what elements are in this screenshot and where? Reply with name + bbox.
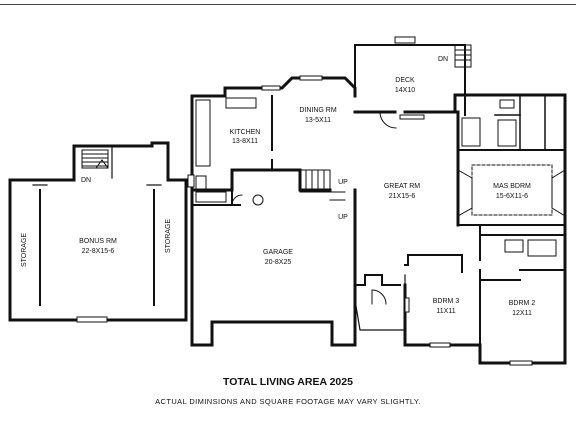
deck-dim: 14X10 (395, 87, 415, 94)
kitchen-name: KITCHEN (230, 129, 261, 136)
master-dim: 15-6X11-6 (496, 193, 528, 200)
kitchen-dim: 13-8X11 (232, 138, 258, 145)
garage-dim: 20-8X25 (265, 259, 292, 266)
bdrm3-name: BDRM 3 (433, 298, 460, 305)
bdrm2-dim: 12X11 (512, 310, 532, 317)
bdrm2-name: BDRM 2 (509, 300, 536, 307)
windows (187, 75, 533, 366)
bonus-name: BONUS RM (79, 238, 117, 245)
dining-dim: 13-5X11 (305, 117, 331, 124)
master-name: MAS BDRM (493, 183, 531, 190)
bonus-dn-label: DN (81, 177, 91, 184)
fireplace (457, 169, 566, 217)
deck-dn-label: DN (438, 56, 448, 63)
bonus-stair (81, 149, 109, 169)
garage-name: GARAGE (263, 249, 293, 256)
total-living-area: TOTAL LIVING AREA 2025 (223, 376, 353, 388)
storage-right-label: STORAGE (165, 219, 172, 253)
garage-stair (299, 169, 346, 201)
disclaimer-note: ACTUAL DIMINSIONS AND SQUARE FOOTAGE MAY… (155, 397, 421, 406)
great-dim: 21X15-6 (389, 193, 416, 200)
page-top-rule (0, 4, 576, 5)
room-labels: DECK 14X10 DINING RM 13-5X11 KITCHEN 13-… (21, 56, 535, 317)
deck-name: DECK (395, 77, 415, 84)
bdrm3-dim: 11X11 (436, 308, 455, 315)
bonus-dim: 22-8X15-6 (82, 248, 115, 255)
kitchen-counters (195, 97, 264, 206)
bath-fixtures (461, 99, 557, 257)
great-name: GREAT RM (384, 183, 420, 190)
dining-name: DINING RM (299, 107, 337, 114)
deck-stair (394, 36, 472, 68)
storage-left-label: STORAGE (21, 233, 28, 267)
bonus-room-walls (8, 141, 188, 322)
bonus-window (76, 316, 108, 323)
door-swings (231, 111, 397, 305)
up-label-top: UP (338, 179, 348, 186)
master-tray-ceiling (471, 164, 553, 216)
up-label-bottom: UP (338, 214, 348, 221)
main-house-walls (190, 44, 567, 365)
